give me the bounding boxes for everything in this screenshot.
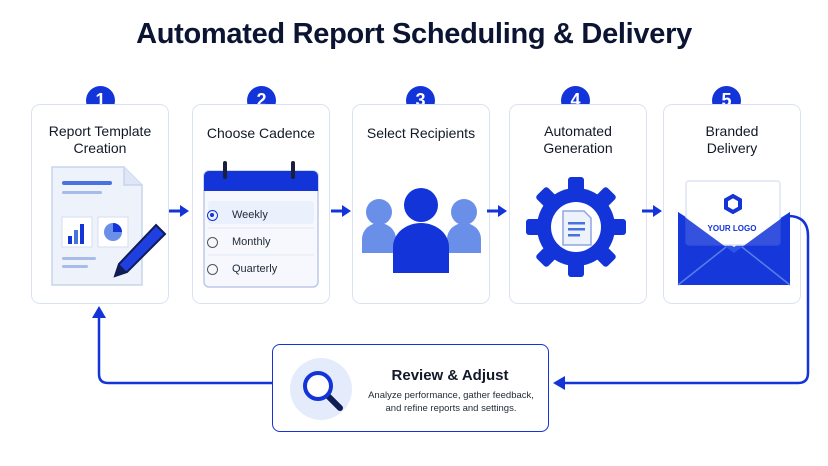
recipients-group-icon bbox=[362, 188, 481, 273]
radio-unselected[interactable] bbox=[207, 263, 218, 275]
calendar-icon bbox=[203, 161, 319, 288]
radio-unselected[interactable] bbox=[207, 236, 218, 248]
pencil-icon bbox=[113, 223, 167, 278]
flow-arrow-3 bbox=[487, 205, 507, 217]
document-icon bbox=[562, 210, 592, 246]
gear-icon bbox=[526, 177, 626, 277]
step-5-title: Branded Delivery bbox=[705, 123, 759, 156]
review-title: Review & Adjust bbox=[391, 367, 509, 384]
flow-arrow-1 bbox=[169, 205, 189, 217]
flow-arrow-2 bbox=[331, 205, 351, 217]
flow-arrow-4 bbox=[642, 205, 662, 217]
step-1-card: Report Template Creation bbox=[31, 104, 169, 304]
report-document-icon bbox=[51, 166, 167, 286]
cadence-option-monthly[interactable]: Monthly bbox=[207, 236, 271, 248]
step-3-card: Select Recipients bbox=[352, 104, 490, 304]
step-2-title: Choose Cadence bbox=[206, 125, 316, 141]
step-5-card: Branded Delivery YOUR LOGO bbox=[663, 104, 801, 304]
step-2-card: Choose Cadence Weekly Monthly Quarterly bbox=[192, 104, 330, 304]
cadence-option-quarterly[interactable]: Quarterly bbox=[207, 263, 277, 275]
cadence-option-weekly[interactable]: Weekly bbox=[207, 209, 268, 221]
radio-selected[interactable] bbox=[207, 209, 218, 221]
step-4-title: Automated Generation bbox=[543, 123, 613, 156]
diagram-title: Automated Report Scheduling & Delivery bbox=[136, 18, 692, 50]
magnifier-icon bbox=[290, 358, 352, 420]
review-adjust-box: Review & Adjust Analyze performance, gat… bbox=[272, 344, 549, 432]
step-4-card: Automated Generation bbox=[509, 104, 647, 304]
step-1-title: Report Template Creation bbox=[48, 123, 152, 156]
envelope-icon bbox=[677, 180, 791, 286]
step-3-title: Select Recipients bbox=[366, 125, 476, 141]
logo-text: YOUR LOGO bbox=[707, 224, 757, 233]
review-description: Analyze performance, gather feedback, an… bbox=[368, 390, 534, 414]
